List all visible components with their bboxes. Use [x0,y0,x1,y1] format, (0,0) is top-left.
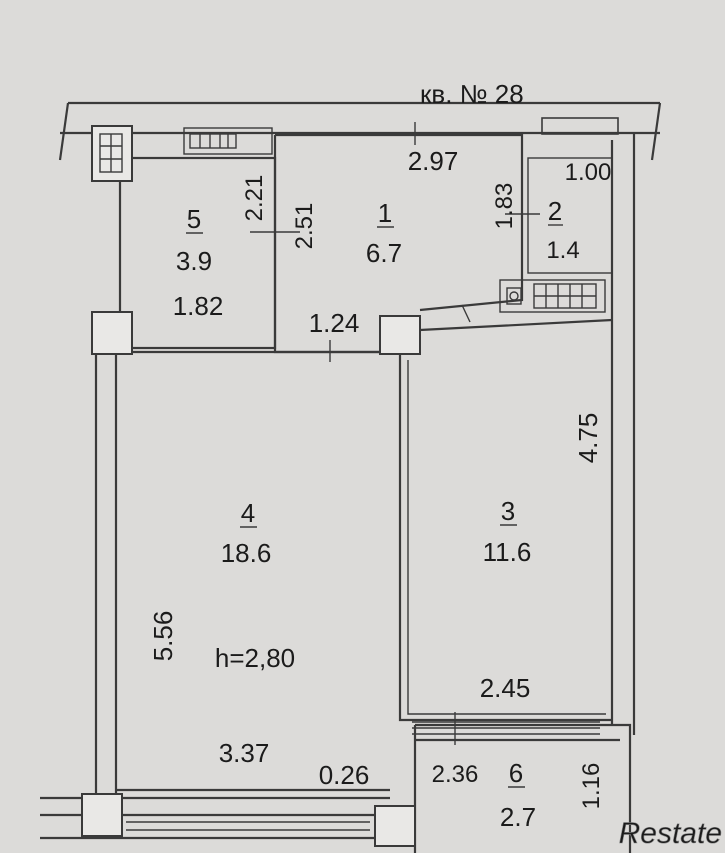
room-4-number: 4 [241,498,255,528]
room-1-width: 2.97 [408,146,459,176]
outer-wall-top [60,101,660,135]
corridor-width: 1.24 [309,308,360,338]
room-5-height: 2.21 [241,175,268,222]
column-block [379,315,421,355]
column-block [81,793,123,837]
room-1-height: 2.51 [291,203,318,250]
bath-fixtures-icon [499,279,606,313]
room-6-number: 6 [509,758,523,788]
room-3-outline [398,318,613,722]
room-3-inner [407,360,606,715]
ceiling-height: h=2,80 [215,643,295,673]
room-2-width: 1.00 [565,159,612,186]
room-4-width: 3.37 [219,738,270,768]
room-3-number: 3 [501,496,515,526]
room-1-number: 1 [378,198,392,228]
room-4-height: 5.56 [148,611,178,662]
room-5-area: 3.9 [176,246,212,276]
room-3-height: 4.75 [573,413,603,464]
room-4-area: 18.6 [221,538,272,568]
room-6-width: 2.36 [432,761,479,788]
outer-wall-right-stub [650,102,662,161]
room-5-number: 5 [187,204,201,234]
room-2-number: 2 [548,196,562,226]
window-room-4 [126,821,370,831]
column-block [91,311,133,355]
column-block [374,805,416,847]
room-6-height: 1.16 [578,763,605,810]
outer-wall-right [610,133,636,735]
room-5-width: 1.82 [173,291,224,321]
outer-wall-left [94,345,118,800]
room-2-outline [527,157,613,274]
room-2-area: 1.4 [546,237,579,264]
room-4-outline [116,350,395,792]
window-top [541,117,619,135]
room-6-area: 2.7 [500,802,536,832]
dim-line [461,304,471,323]
room-3-width: 2.45 [480,673,531,703]
room-3-area: 11.6 [483,537,532,567]
stove-grid-icon [99,133,123,173]
apartment-title: кв. № 28 [420,79,524,109]
room-2-height: 1.83 [491,183,518,230]
window-room-3 [412,721,600,735]
room-1-area: 6.7 [366,238,402,268]
outer-wall-left-stub [58,102,70,161]
wall-gap: 0.26 [319,760,370,790]
kitchen-counter-icon [183,127,273,155]
watermark: Restate [619,817,722,850]
